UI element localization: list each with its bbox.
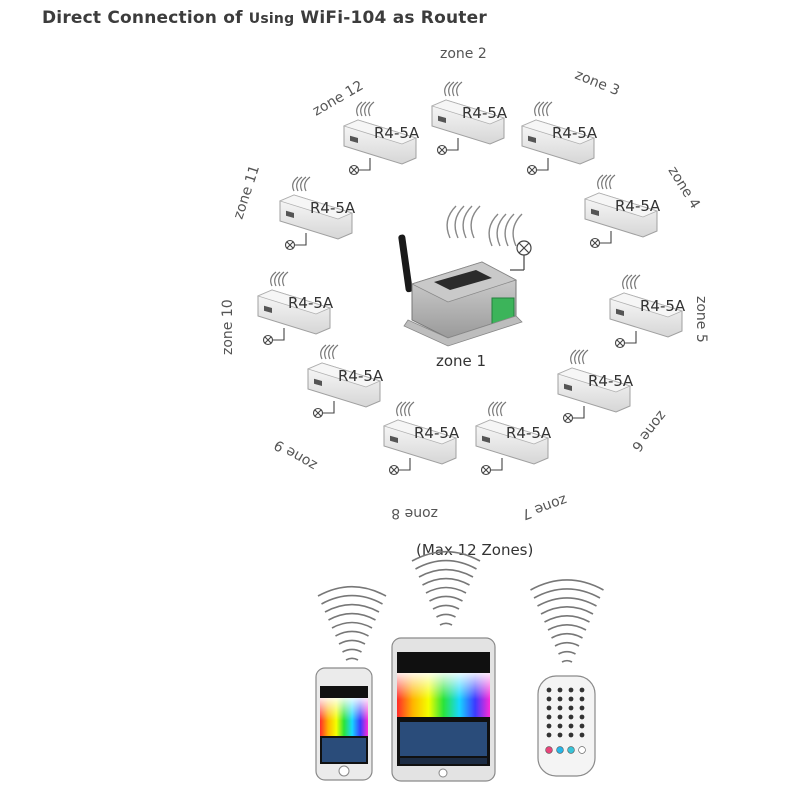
zone-label: zone 5 <box>693 296 709 343</box>
receiver-waves <box>622 274 641 290</box>
receiver-waves <box>270 271 289 287</box>
diagram-title: Direct Connection of Using WiFi-104 as R… <box>42 8 487 28</box>
receiver-module: R4-5A <box>382 401 460 476</box>
receiver-waves <box>444 81 463 97</box>
zone-label: zone 2 <box>440 46 487 62</box>
remote-waves <box>530 579 604 663</box>
receiver-module: R4-5A <box>306 344 384 419</box>
receiver-module: R4-5A <box>430 81 508 156</box>
smartphone-device <box>315 585 387 781</box>
hub-waves <box>446 205 523 247</box>
bulb-icon <box>614 337 626 349</box>
receiver-model-label: R4-5A <box>506 424 552 442</box>
zone-label: zone 12 <box>310 78 366 120</box>
bulb-icon <box>388 464 400 476</box>
bulb-icon <box>348 164 360 176</box>
receiver-waves <box>396 401 415 417</box>
hub-bulb-icon <box>510 240 532 271</box>
receiver-model-label: R4-5A <box>640 297 686 315</box>
bulb-icon <box>312 407 324 419</box>
smartphone-waves <box>317 585 387 661</box>
zone-label: zone 3 <box>573 67 622 99</box>
bulb-icon <box>284 239 296 251</box>
bulb-icon <box>562 412 574 424</box>
bulb-icon <box>480 464 492 476</box>
tablet-waves <box>411 550 481 626</box>
zone-label: zone 6 <box>628 408 669 455</box>
receiver-module: R4-5A <box>556 349 634 424</box>
receiver-module: R4-5A <box>474 401 552 476</box>
receiver-model-label: R4-5A <box>615 197 661 215</box>
zone-label: zone 9 <box>271 436 320 473</box>
receiver-module: R4-5A <box>608 274 686 349</box>
receiver-waves <box>320 344 339 360</box>
zone-label: zone 7 <box>520 491 569 522</box>
receiver-model-label: R4-5A <box>414 424 460 442</box>
remote-device <box>530 579 604 777</box>
max-zones-label: (Max 12 Zones) <box>416 541 533 559</box>
remote-keypad <box>545 687 586 754</box>
bulb-icon <box>262 334 274 346</box>
zone-label: zone 11 <box>231 163 263 221</box>
smartphone-home-button <box>338 765 350 777</box>
receiver-module: R4-5A <box>520 101 598 176</box>
receiver-model-label: R4-5A <box>374 124 420 142</box>
receiver-model-label: R4-5A <box>552 124 598 142</box>
receiver-module: R4-5A <box>342 101 420 176</box>
wifi-104-controller <box>398 205 532 347</box>
receiver-waves <box>292 176 311 192</box>
receiver-module: R4-5A <box>583 174 661 249</box>
hub-zone-label: zone 1 <box>436 352 486 370</box>
receiver-module: R4-5A <box>278 176 356 251</box>
receiver-waves <box>597 174 616 190</box>
tablet-home-button <box>438 768 448 778</box>
receiver-waves <box>570 349 589 365</box>
receiver-model-label: R4-5A <box>338 367 384 385</box>
bulb-icon <box>589 237 601 249</box>
zone-label: zone 8 <box>391 505 438 521</box>
hub-antenna <box>398 234 413 293</box>
receiver-waves <box>488 401 507 417</box>
receiver-module: R4-5A <box>256 271 334 346</box>
receiver-model-label: R4-5A <box>462 104 508 122</box>
zone-label: zone 4 <box>665 164 703 212</box>
tablet-device <box>391 550 496 782</box>
receiver-waves <box>534 101 553 117</box>
receiver-model-label: R4-5A <box>288 294 334 312</box>
receiver-model-label: R4-5A <box>310 199 356 217</box>
receiver-waves <box>356 101 375 117</box>
bulb-icon <box>526 164 538 176</box>
bulb-icon <box>436 144 448 156</box>
receiver-model-label: R4-5A <box>588 372 634 390</box>
zone-label: zone 10 <box>220 299 236 355</box>
